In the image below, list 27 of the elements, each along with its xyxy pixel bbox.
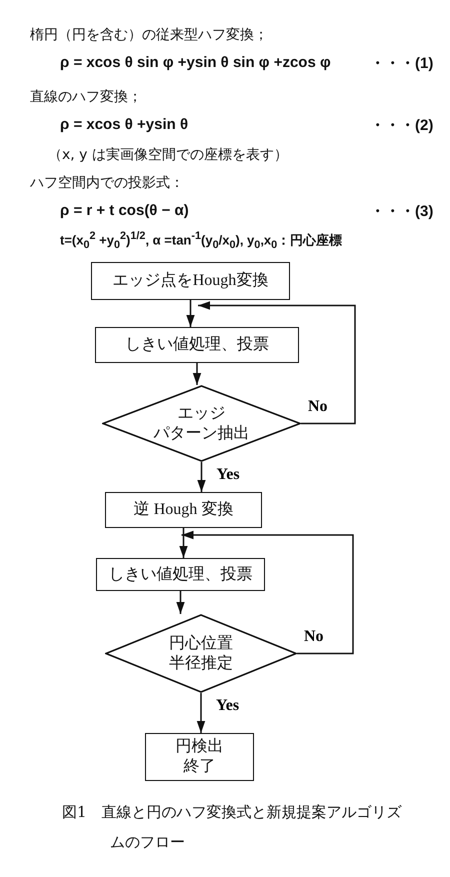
process-box: 逆 Hough 変換 xyxy=(105,492,262,528)
arrow xyxy=(186,300,195,327)
formula: ρ = xcos θ sin φ +ysin θ sin φ +zcos φ xyxy=(60,54,331,71)
arrow xyxy=(192,363,202,385)
note-text: 直線のハフ変換； xyxy=(30,88,142,106)
formula: t=(x$_{0}$$^{2}$ +y$_{0}$$^{2}$)$^{1/2}$, α =tan$^{-1}$(y$_{0}$/x$_{0}$), y$_{0}$,x$_{0}$：円心座標 xyxy=(60,230,342,251)
note-text: 楕円（円を含む）の従来型ハフ変換； xyxy=(30,26,268,44)
process-box: エッジ点をHough変換 xyxy=(91,262,290,300)
note-text: （x, y は実画像空間での座標を表す） xyxy=(48,146,288,164)
figure-caption: 図1 直線と円のハフ変換式と新規提案アルゴリズムのフロー xyxy=(62,802,403,853)
decision-diamond: 円心位置半径推定 xyxy=(105,614,297,693)
equation-number: ・・・(3) xyxy=(370,202,434,221)
arrow xyxy=(197,462,206,492)
note-text: ハフ空間内での投影式： xyxy=(30,174,184,192)
arrow xyxy=(182,530,354,654)
formula: ρ = r + t cos(θ − α) xyxy=(60,202,189,219)
arrow xyxy=(196,693,206,733)
end-box: 円検出終了 xyxy=(145,733,254,781)
equation-number: ・・・(2) xyxy=(370,116,434,135)
arrow xyxy=(176,591,185,614)
formula: ρ = xcos θ +ysin θ xyxy=(60,116,188,133)
arrow xyxy=(198,301,356,424)
equation-number: ・・・(1) xyxy=(370,54,434,73)
decision-diamond: エッジパターン抽出 xyxy=(102,385,301,462)
process-box: しきい値処理、投票 xyxy=(95,327,299,363)
process-box: しきい値処理、投票 xyxy=(96,558,265,591)
arrow xyxy=(179,528,188,558)
